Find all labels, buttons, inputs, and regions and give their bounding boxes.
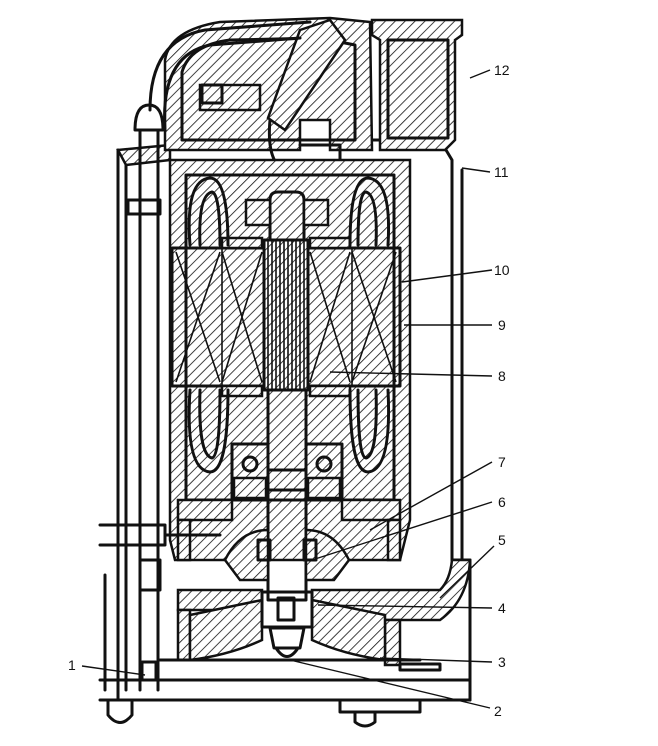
leader-2 — [289, 659, 491, 709]
leader-12 — [469, 69, 491, 79]
callout-8: 8 — [498, 368, 506, 384]
lower-bearing — [230, 442, 344, 502]
leader-3 — [379, 657, 493, 663]
callout-4: 4 — [498, 600, 506, 616]
callout-11: 11 — [494, 164, 509, 180]
oil-chamber — [176, 498, 402, 562]
leader-11 — [461, 167, 491, 173]
impeller — [188, 590, 387, 662]
leader-6 — [311, 501, 493, 561]
leader-1 — [81, 665, 146, 676]
winding-end-turns — [187, 176, 391, 474]
leader-4 — [317, 604, 493, 609]
callout-labels: 12 11 10 9 8 7 6 5 4 3 2 1 — [68, 62, 510, 719]
power-cable — [126, 20, 312, 692]
leader-lines — [81, 69, 495, 709]
callout-12: 12 — [494, 62, 510, 78]
leader-5 — [439, 545, 495, 599]
callout-1: 1 — [68, 657, 76, 673]
callout-3: 3 — [498, 654, 506, 670]
leader-7 — [369, 461, 493, 531]
callout-2: 2 — [494, 703, 502, 719]
side-clamp — [98, 523, 222, 692]
leader-8 — [329, 371, 493, 377]
callout-6: 6 — [498, 494, 506, 510]
callout-9: 9 — [498, 317, 506, 333]
callout-7: 7 — [498, 454, 506, 470]
top-cover — [163, 16, 374, 177]
leader-10 — [401, 269, 493, 283]
discharge-pipe — [370, 18, 464, 152]
upper-bearing — [244, 198, 330, 227]
callout-5: 5 — [498, 532, 506, 548]
callout-10: 10 — [494, 262, 510, 278]
